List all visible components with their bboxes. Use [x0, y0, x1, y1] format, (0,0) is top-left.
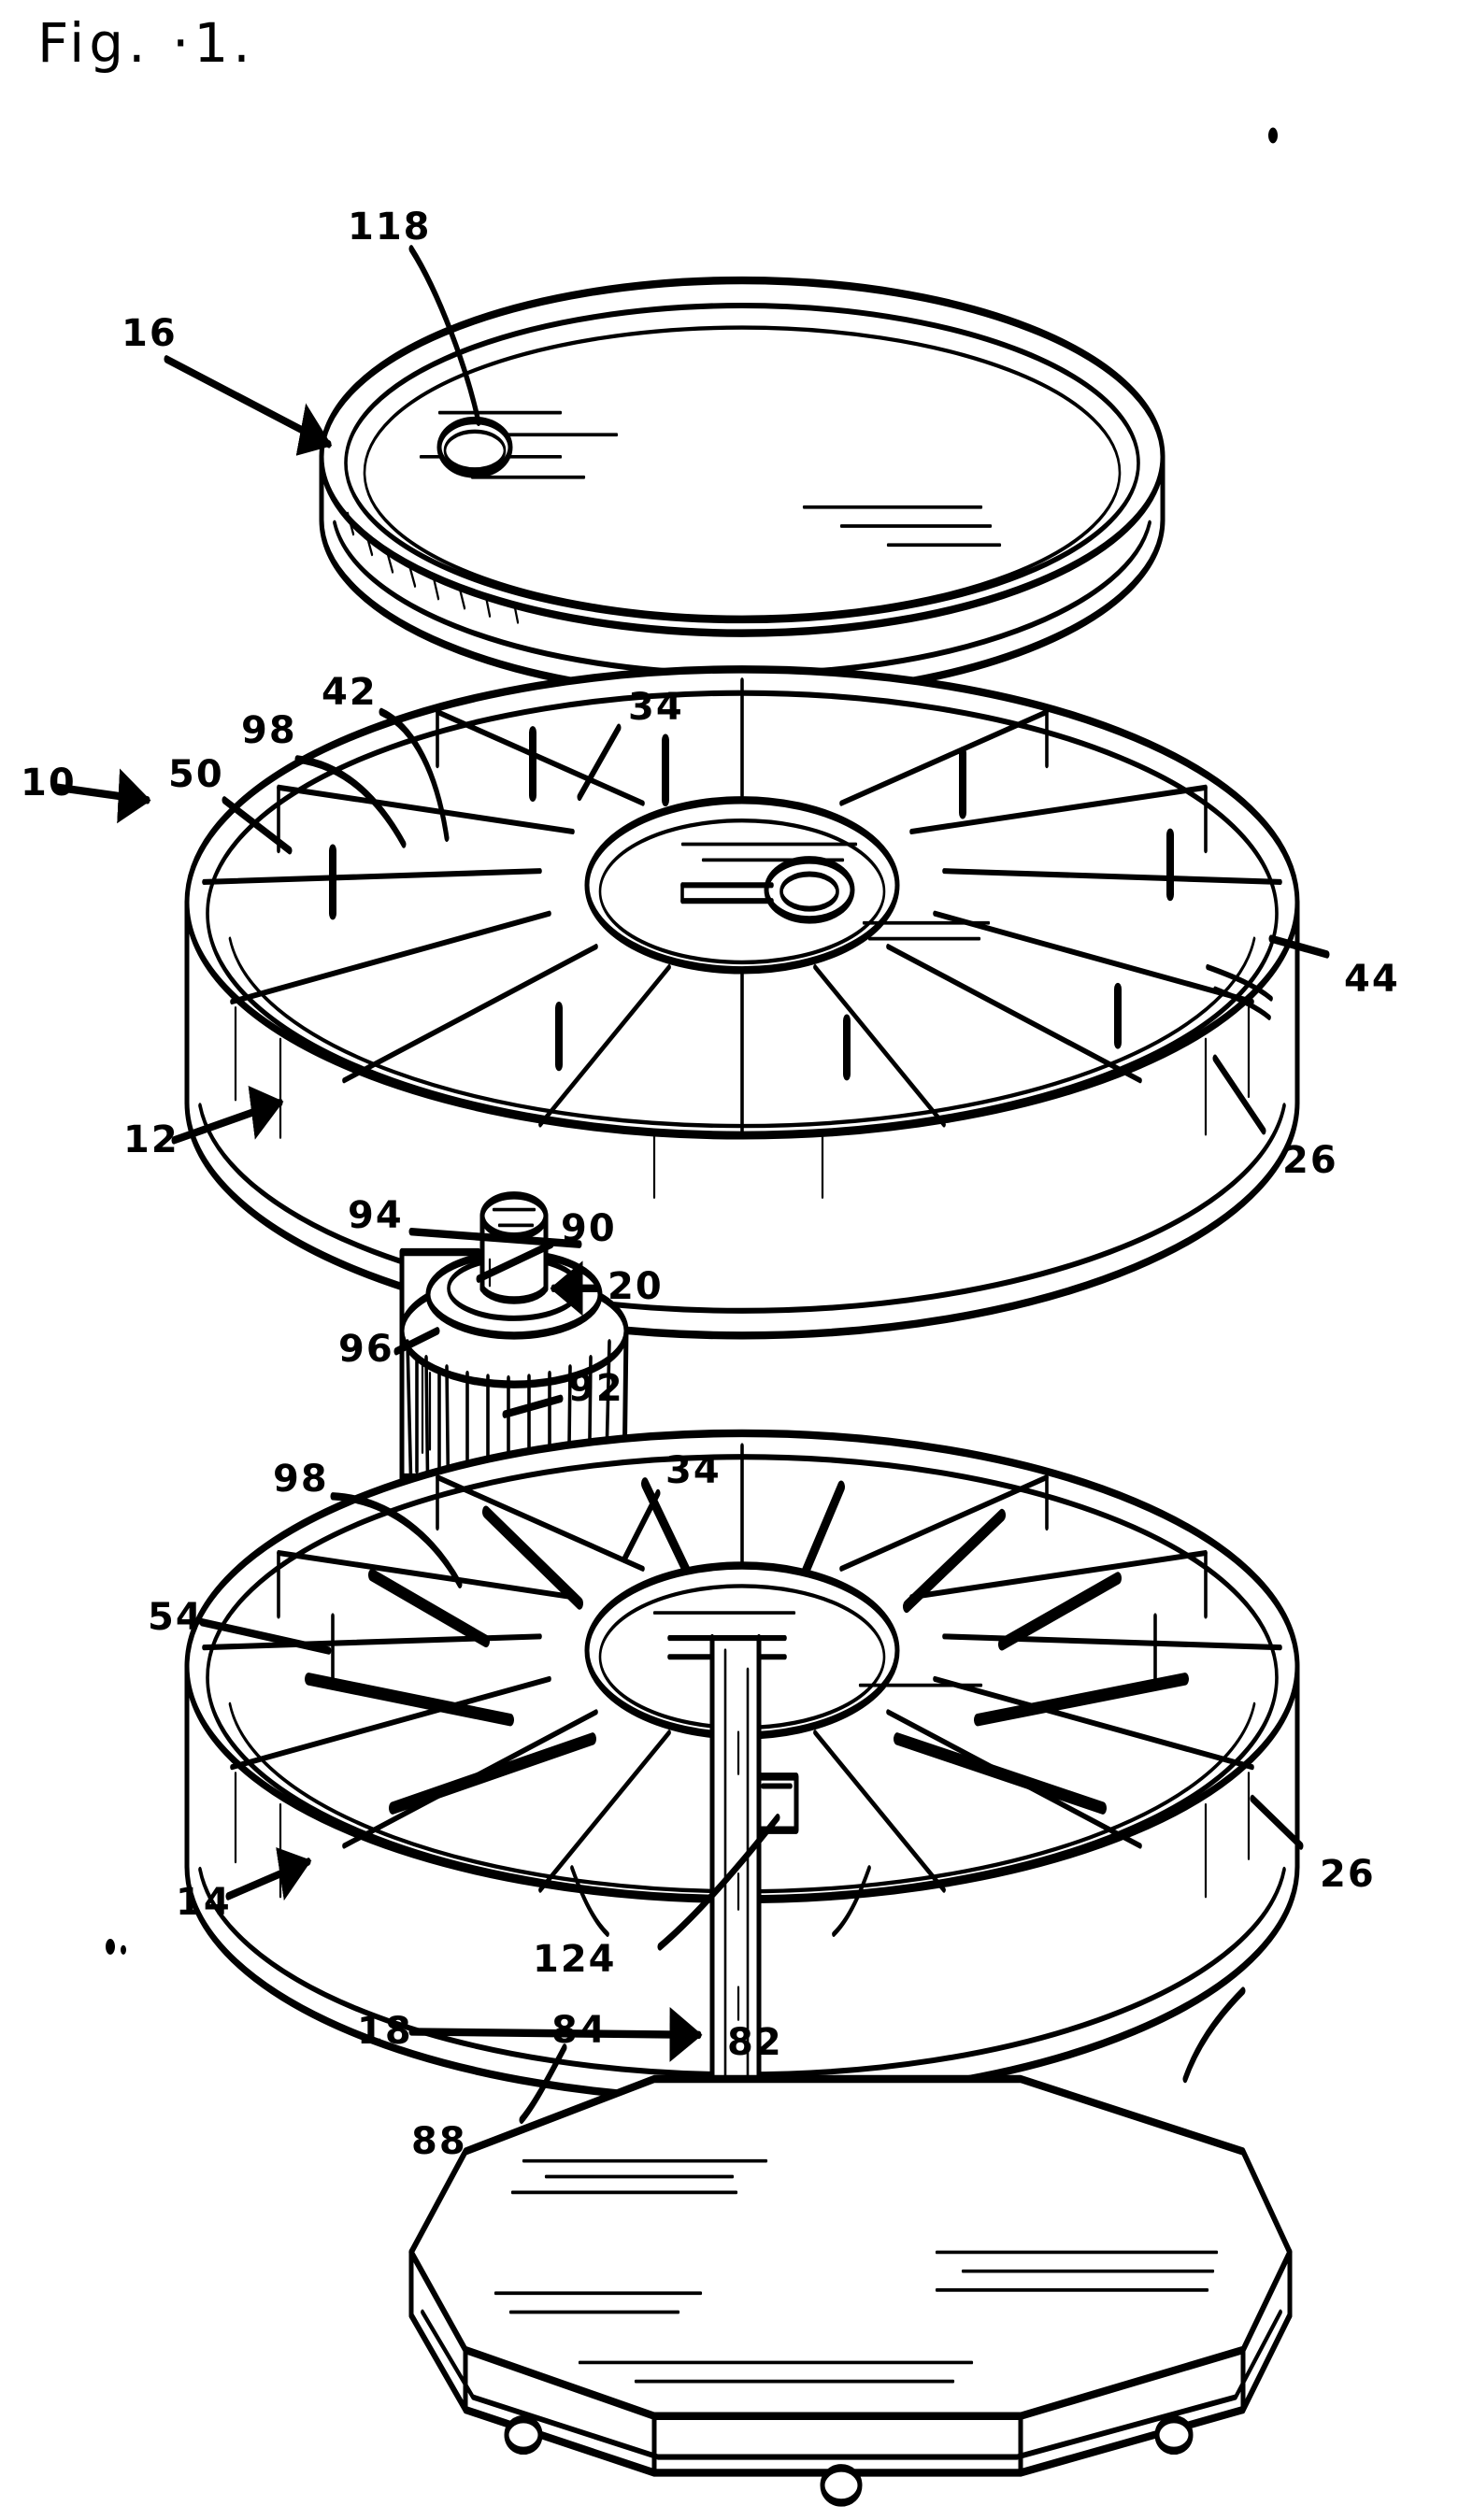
leader-92 [502, 1394, 564, 1418]
leader-82 [1182, 1986, 1246, 2084]
ref-numeral-34: 34 [628, 685, 684, 729]
leader-26 [1212, 1054, 1266, 1135]
ref-numeral-90: 90 [561, 1206, 617, 1250]
figure-title: Fig. ·1. [37, 11, 255, 75]
ref-numeral-94: 94 [348, 1194, 404, 1238]
ref-numeral-14: 14 [176, 1881, 232, 1924]
base-plate-part [408, 2074, 1293, 2507]
leader-118 [408, 245, 481, 426]
ref-numeral-34-lower: 34 [665, 1449, 722, 1493]
leader-44 [1268, 934, 1330, 959]
ref-numeral-88: 88 [411, 2120, 467, 2164]
ref-numeral-44: 44 [1344, 958, 1400, 1002]
ref-numeral-16: 16 [122, 312, 178, 356]
leader-84 [519, 2043, 567, 2125]
ref-numeral-82: 82 [727, 2021, 783, 2065]
leader-50 [222, 796, 293, 855]
upper-tray-part [184, 665, 1300, 1340]
leader-14 [225, 1846, 312, 1901]
ref-numeral-118: 118 [348, 205, 432, 249]
ref-numeral-98: 98 [241, 708, 297, 752]
leader-34b [622, 1488, 661, 1563]
lid-part [319, 276, 1166, 701]
leader-98 [294, 755, 407, 848]
ref-numeral-92: 92 [568, 1367, 624, 1411]
ref-numeral-26: 26 [1282, 1139, 1338, 1183]
ref-numeral-84: 84 [551, 2008, 608, 2052]
ref-numeral-50: 50 [168, 753, 224, 797]
ref-numeral-12: 12 [123, 1118, 179, 1162]
ref-numeral-98-lower: 98 [273, 1457, 329, 1501]
ref-numeral-26-lower: 26 [1320, 1852, 1376, 1896]
leader-96 [393, 1327, 440, 1356]
upper-tray-dividers [202, 677, 1282, 1137]
leader-10 [55, 768, 151, 824]
ref-numeral-54: 54 [148, 1595, 204, 1639]
ref-numeral-42: 42 [322, 671, 378, 715]
leader-26b [1250, 1794, 1304, 1850]
ref-numeral-96: 96 [338, 1328, 394, 1372]
ref-numeral-18: 18 [357, 2010, 413, 2054]
leader-42 [379, 707, 450, 842]
leader-124 [657, 1813, 780, 1951]
leader-16 [164, 355, 333, 456]
ref-numeral-10: 10 [21, 761, 77, 804]
leader-54 [199, 1617, 332, 1655]
leader-12 [171, 1086, 284, 1145]
leader-34 [577, 723, 622, 802]
leader-18 [408, 2006, 703, 2062]
ref-numeral-124: 124 [533, 1937, 617, 1981]
leader-98b [330, 1492, 463, 1588]
leader-90 [476, 1240, 554, 1283]
ref-numeral-20: 20 [608, 1264, 664, 1308]
